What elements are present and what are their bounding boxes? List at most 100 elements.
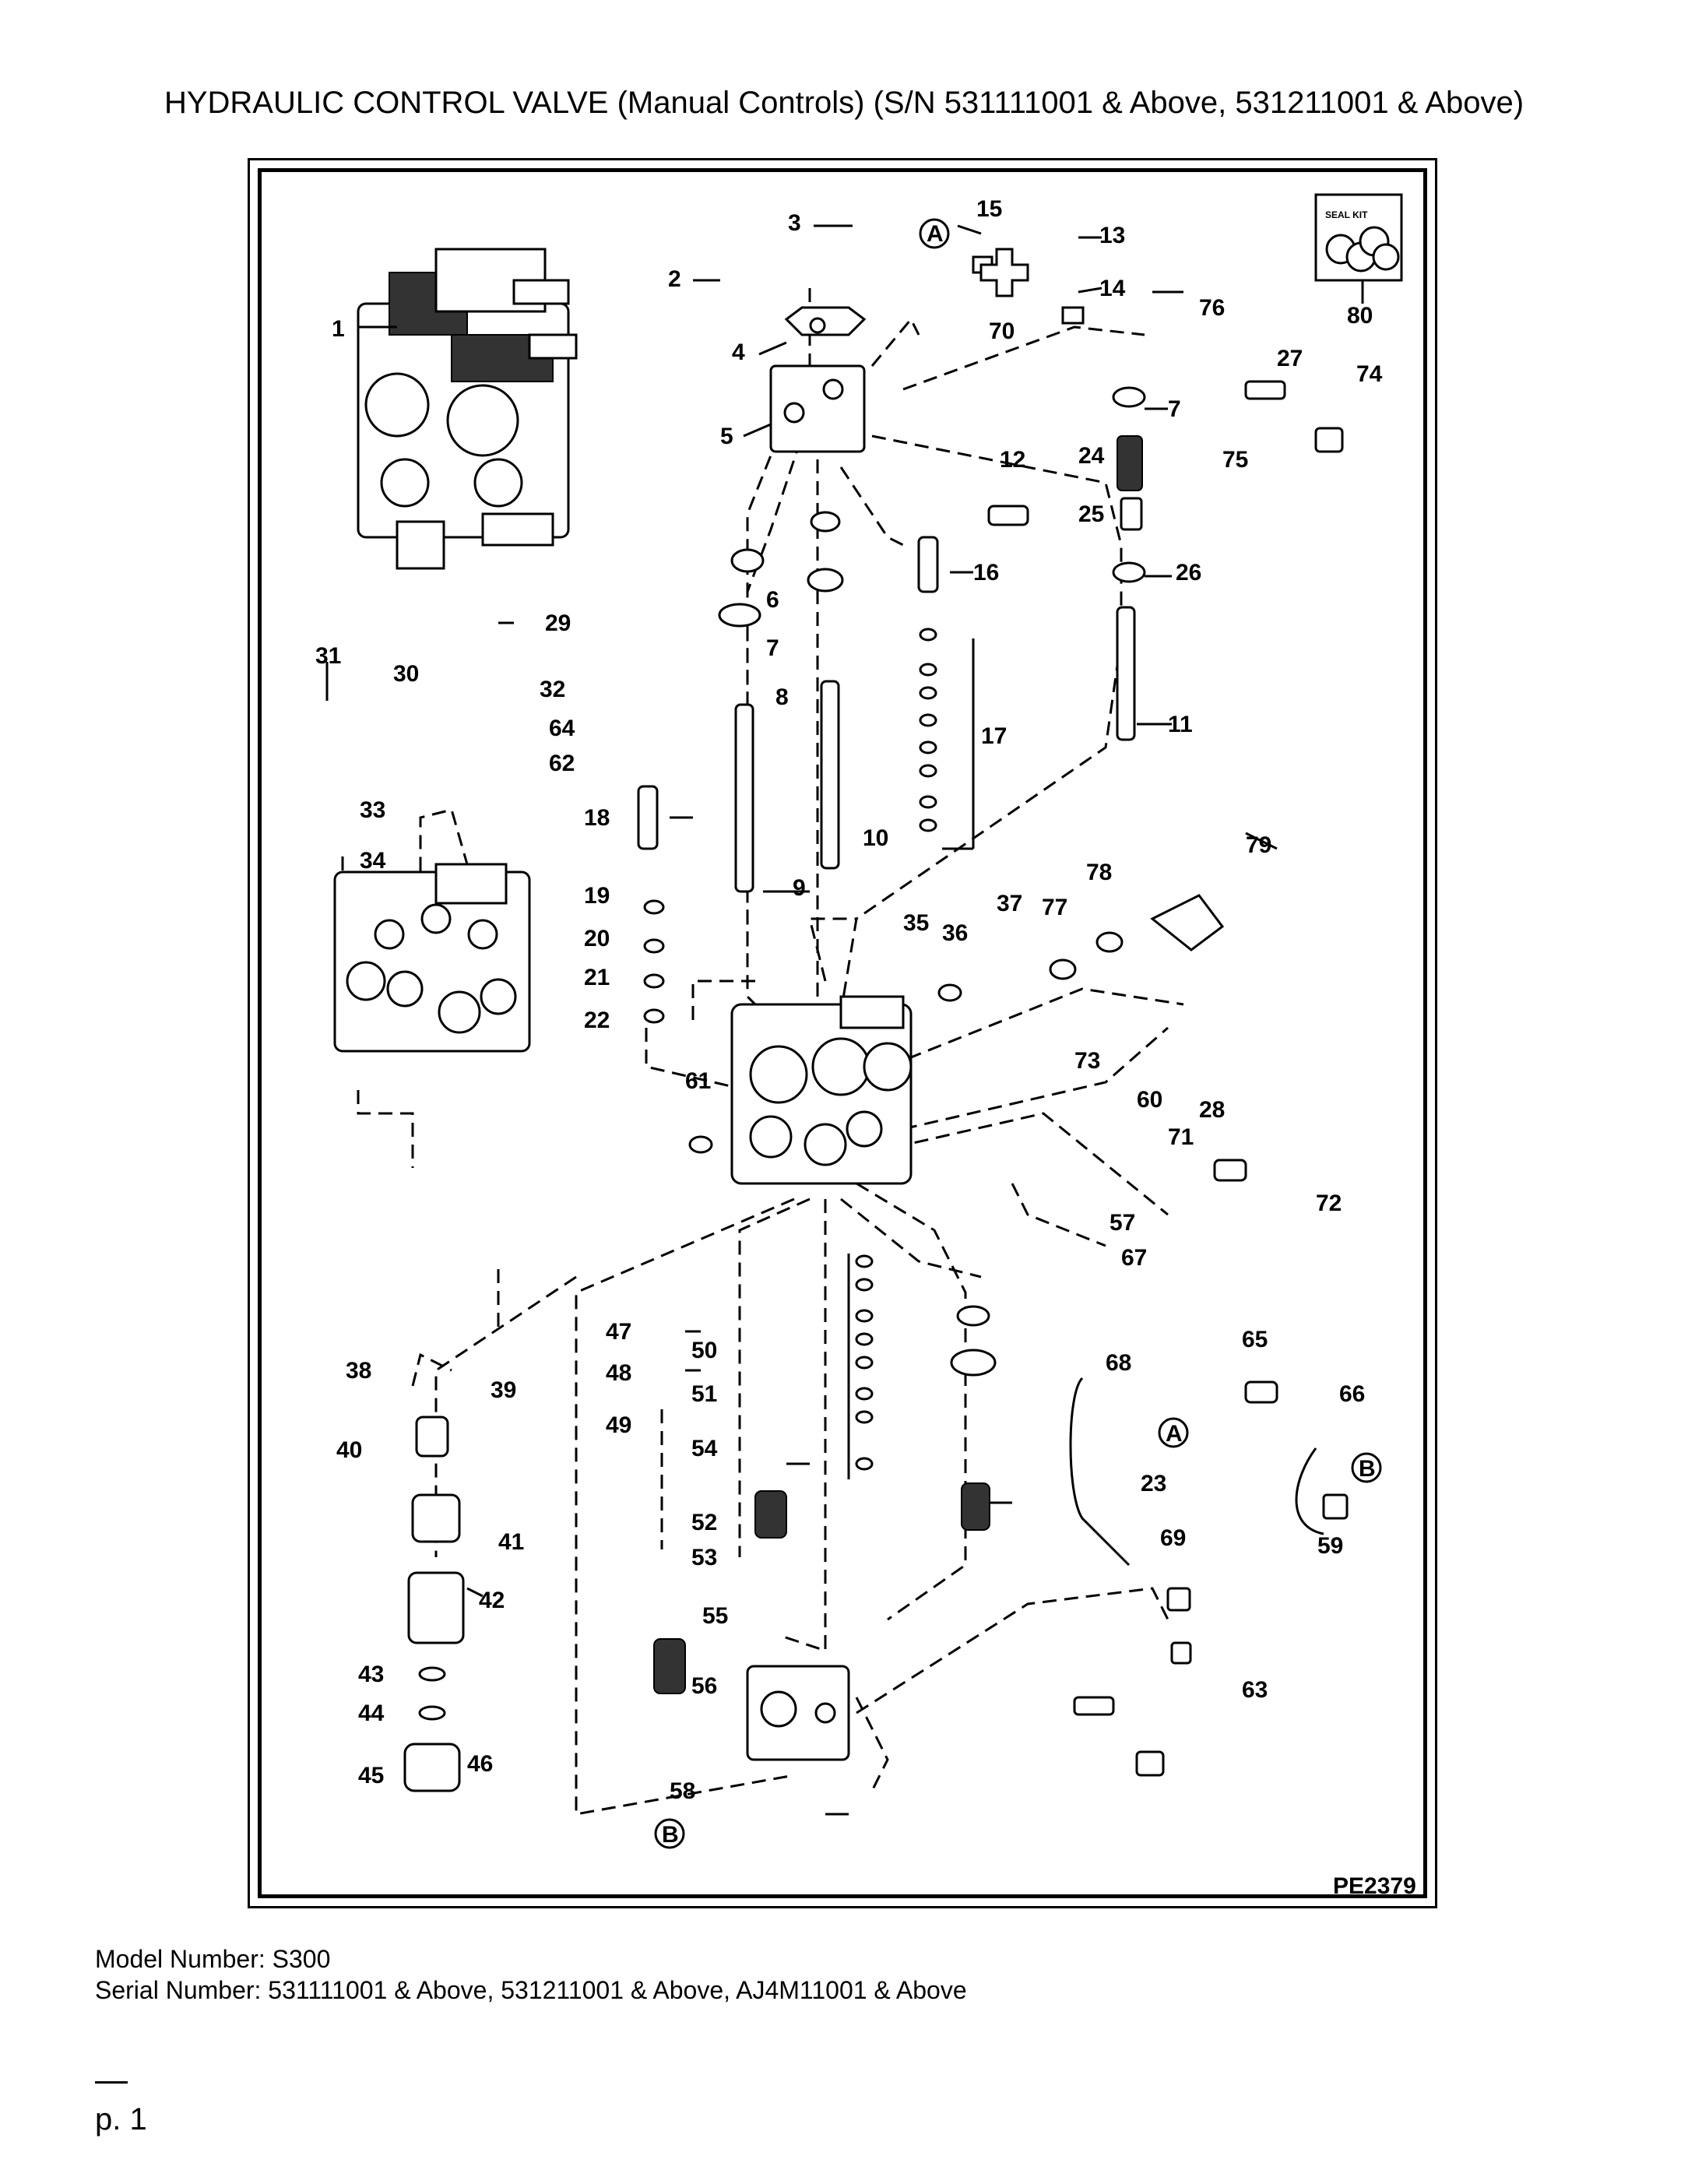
seal-kit-icon <box>1314 193 1403 282</box>
callout-22: 22 <box>584 1008 610 1033</box>
callout-64: 64 <box>549 716 575 741</box>
callout-76: 76 <box>1199 295 1225 321</box>
callout-61: 61 <box>685 1068 711 1094</box>
callout-45: 45 <box>358 1763 384 1788</box>
callout-55: 55 <box>702 1603 728 1629</box>
callout-68: 68 <box>1106 1350 1131 1376</box>
valve-assembly-shaded <box>357 248 578 570</box>
connector-label-a: A <box>927 221 944 247</box>
callout-25: 25 <box>1078 501 1104 527</box>
callout-51: 51 <box>691 1381 717 1407</box>
callout-58: 58 <box>670 1778 695 1804</box>
callout-62: 62 <box>549 751 575 776</box>
callout-40: 40 <box>336 1437 362 1463</box>
callout-39: 39 <box>491 1377 516 1403</box>
callout-54: 54 <box>691 1436 718 1461</box>
callout-73: 73 <box>1074 1048 1100 1074</box>
callout-28: 28 <box>1199 1097 1225 1123</box>
callout-74: 74 <box>1356 361 1383 387</box>
figure-code: PE2379 <box>1333 1873 1416 1899</box>
callout-2: 2 <box>668 266 681 292</box>
assembly-dashed-lines <box>341 288 1184 1816</box>
page-title: HYDRAULIC CONTROL VALVE (Manual Controls… <box>164 86 1524 120</box>
callout-3: 3 <box>788 210 801 236</box>
connector-label-b-2: B <box>662 1822 679 1848</box>
callout-50: 50 <box>691 1338 717 1363</box>
bottom-block <box>746 1665 850 1761</box>
callout-4: 4 <box>732 339 745 365</box>
callout-71: 71 <box>1168 1124 1194 1150</box>
solenoid-parts <box>403 1416 465 1792</box>
callout-24: 24 <box>1078 443 1105 469</box>
page-number: p. 1 <box>95 2102 147 2137</box>
callout-78: 78 <box>1086 860 1112 885</box>
callout-56: 56 <box>691 1673 717 1699</box>
callout-53: 53 <box>691 1545 717 1570</box>
callout-30: 30 <box>393 661 419 687</box>
fittings <box>972 248 1349 1777</box>
callout-52: 52 <box>691 1510 717 1535</box>
callout-42: 42 <box>479 1588 505 1613</box>
callout-31: 31 <box>315 643 341 669</box>
callout-16: 16 <box>973 560 999 586</box>
callout-18: 18 <box>584 805 610 831</box>
callout-11: 11 <box>1168 712 1193 737</box>
callout-27: 27 <box>1277 346 1303 371</box>
callout-15: 15 <box>976 196 1002 222</box>
main-valve-body <box>730 995 913 1185</box>
callout-49: 49 <box>606 1412 631 1438</box>
callout-77: 77 <box>1042 895 1067 920</box>
model-number: Model Number: S300 <box>95 1945 331 1973</box>
callout-66: 66 <box>1339 1381 1365 1407</box>
callout-13: 13 <box>1099 223 1125 248</box>
callout-44: 44 <box>358 1700 385 1726</box>
callout-9: 9 <box>793 875 806 901</box>
diagram-frame <box>248 158 1437 1908</box>
callout-1: 1 <box>332 316 345 342</box>
callout-5: 5 <box>720 424 733 449</box>
serial-number: Serial Number: 531111001 & Above, 531211… <box>95 1976 967 2004</box>
callout-48: 48 <box>606 1360 631 1386</box>
callout-14: 14 <box>1099 276 1126 301</box>
callout-57: 57 <box>1110 1210 1135 1236</box>
springs <box>653 435 1143 1694</box>
callout-59: 59 <box>1317 1533 1343 1559</box>
connector-markers <box>654 218 1382 1849</box>
callout-labels: 1 2 3 4 5 6 7 7 8 9 10 11 12 13 14 15 16… <box>315 196 1383 1848</box>
callout-79: 79 <box>1246 832 1271 858</box>
connector-label-b: B <box>1359 1456 1376 1482</box>
callout-33: 33 <box>360 797 385 823</box>
callout-70: 70 <box>989 318 1015 344</box>
callout-43: 43 <box>358 1662 384 1687</box>
callout-69: 69 <box>1160 1525 1186 1551</box>
seal-kit-label: SEAL KIT <box>1325 209 1368 220</box>
callout-67: 67 <box>1121 1245 1147 1271</box>
callout-38: 38 <box>346 1358 371 1384</box>
callout-6: 6 <box>766 587 779 613</box>
callout-29: 29 <box>545 610 571 636</box>
callout-63: 63 <box>1242 1677 1268 1703</box>
callout-80: 80 <box>1347 303 1373 329</box>
callout-23: 23 <box>1141 1471 1166 1496</box>
callout-60: 60 <box>1137 1087 1162 1113</box>
callout-32: 32 <box>540 677 565 702</box>
leader-lines <box>325 224 1364 1816</box>
page-rule <box>95 2081 128 2084</box>
callout-7: 7 <box>766 635 779 661</box>
callout-10: 10 <box>863 825 888 851</box>
callout-75: 75 <box>1222 447 1248 473</box>
callout-46: 46 <box>467 1751 493 1777</box>
o-ring-stacks <box>643 386 1146 1471</box>
callout-26: 26 <box>1176 560 1201 586</box>
callout-20: 20 <box>584 926 610 951</box>
callout-17: 17 <box>981 723 1007 749</box>
callout-72: 72 <box>1316 1190 1342 1216</box>
callout-41: 41 <box>498 1529 524 1555</box>
callout-65: 65 <box>1242 1327 1268 1352</box>
callout-34: 34 <box>360 848 386 874</box>
callout-12: 12 <box>1000 447 1025 473</box>
callout-47: 47 <box>606 1319 631 1345</box>
callout-8: 8 <box>775 684 789 710</box>
callout-37: 37 <box>997 891 1022 916</box>
